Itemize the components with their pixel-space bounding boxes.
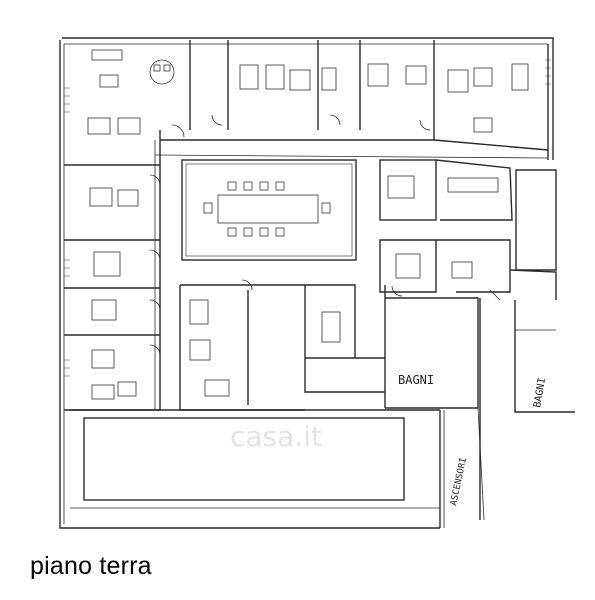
label-bagni-center: BAGNI: [398, 373, 434, 387]
label-ascensori: ASCENSORI: [449, 457, 469, 507]
label-bagni-right: BAGNI: [532, 377, 548, 409]
doors: [149, 114, 501, 356]
walls: [59, 37, 575, 529]
floor-caption: piano terra: [30, 552, 152, 580]
furniture-desks: [87, 49, 529, 400]
watermark-text: casa.it: [230, 420, 322, 453]
floor-plan: casa.it BAGNI BAGNI ASCENSORI: [59, 37, 575, 529]
wall-hatching: [64, 59, 551, 377]
